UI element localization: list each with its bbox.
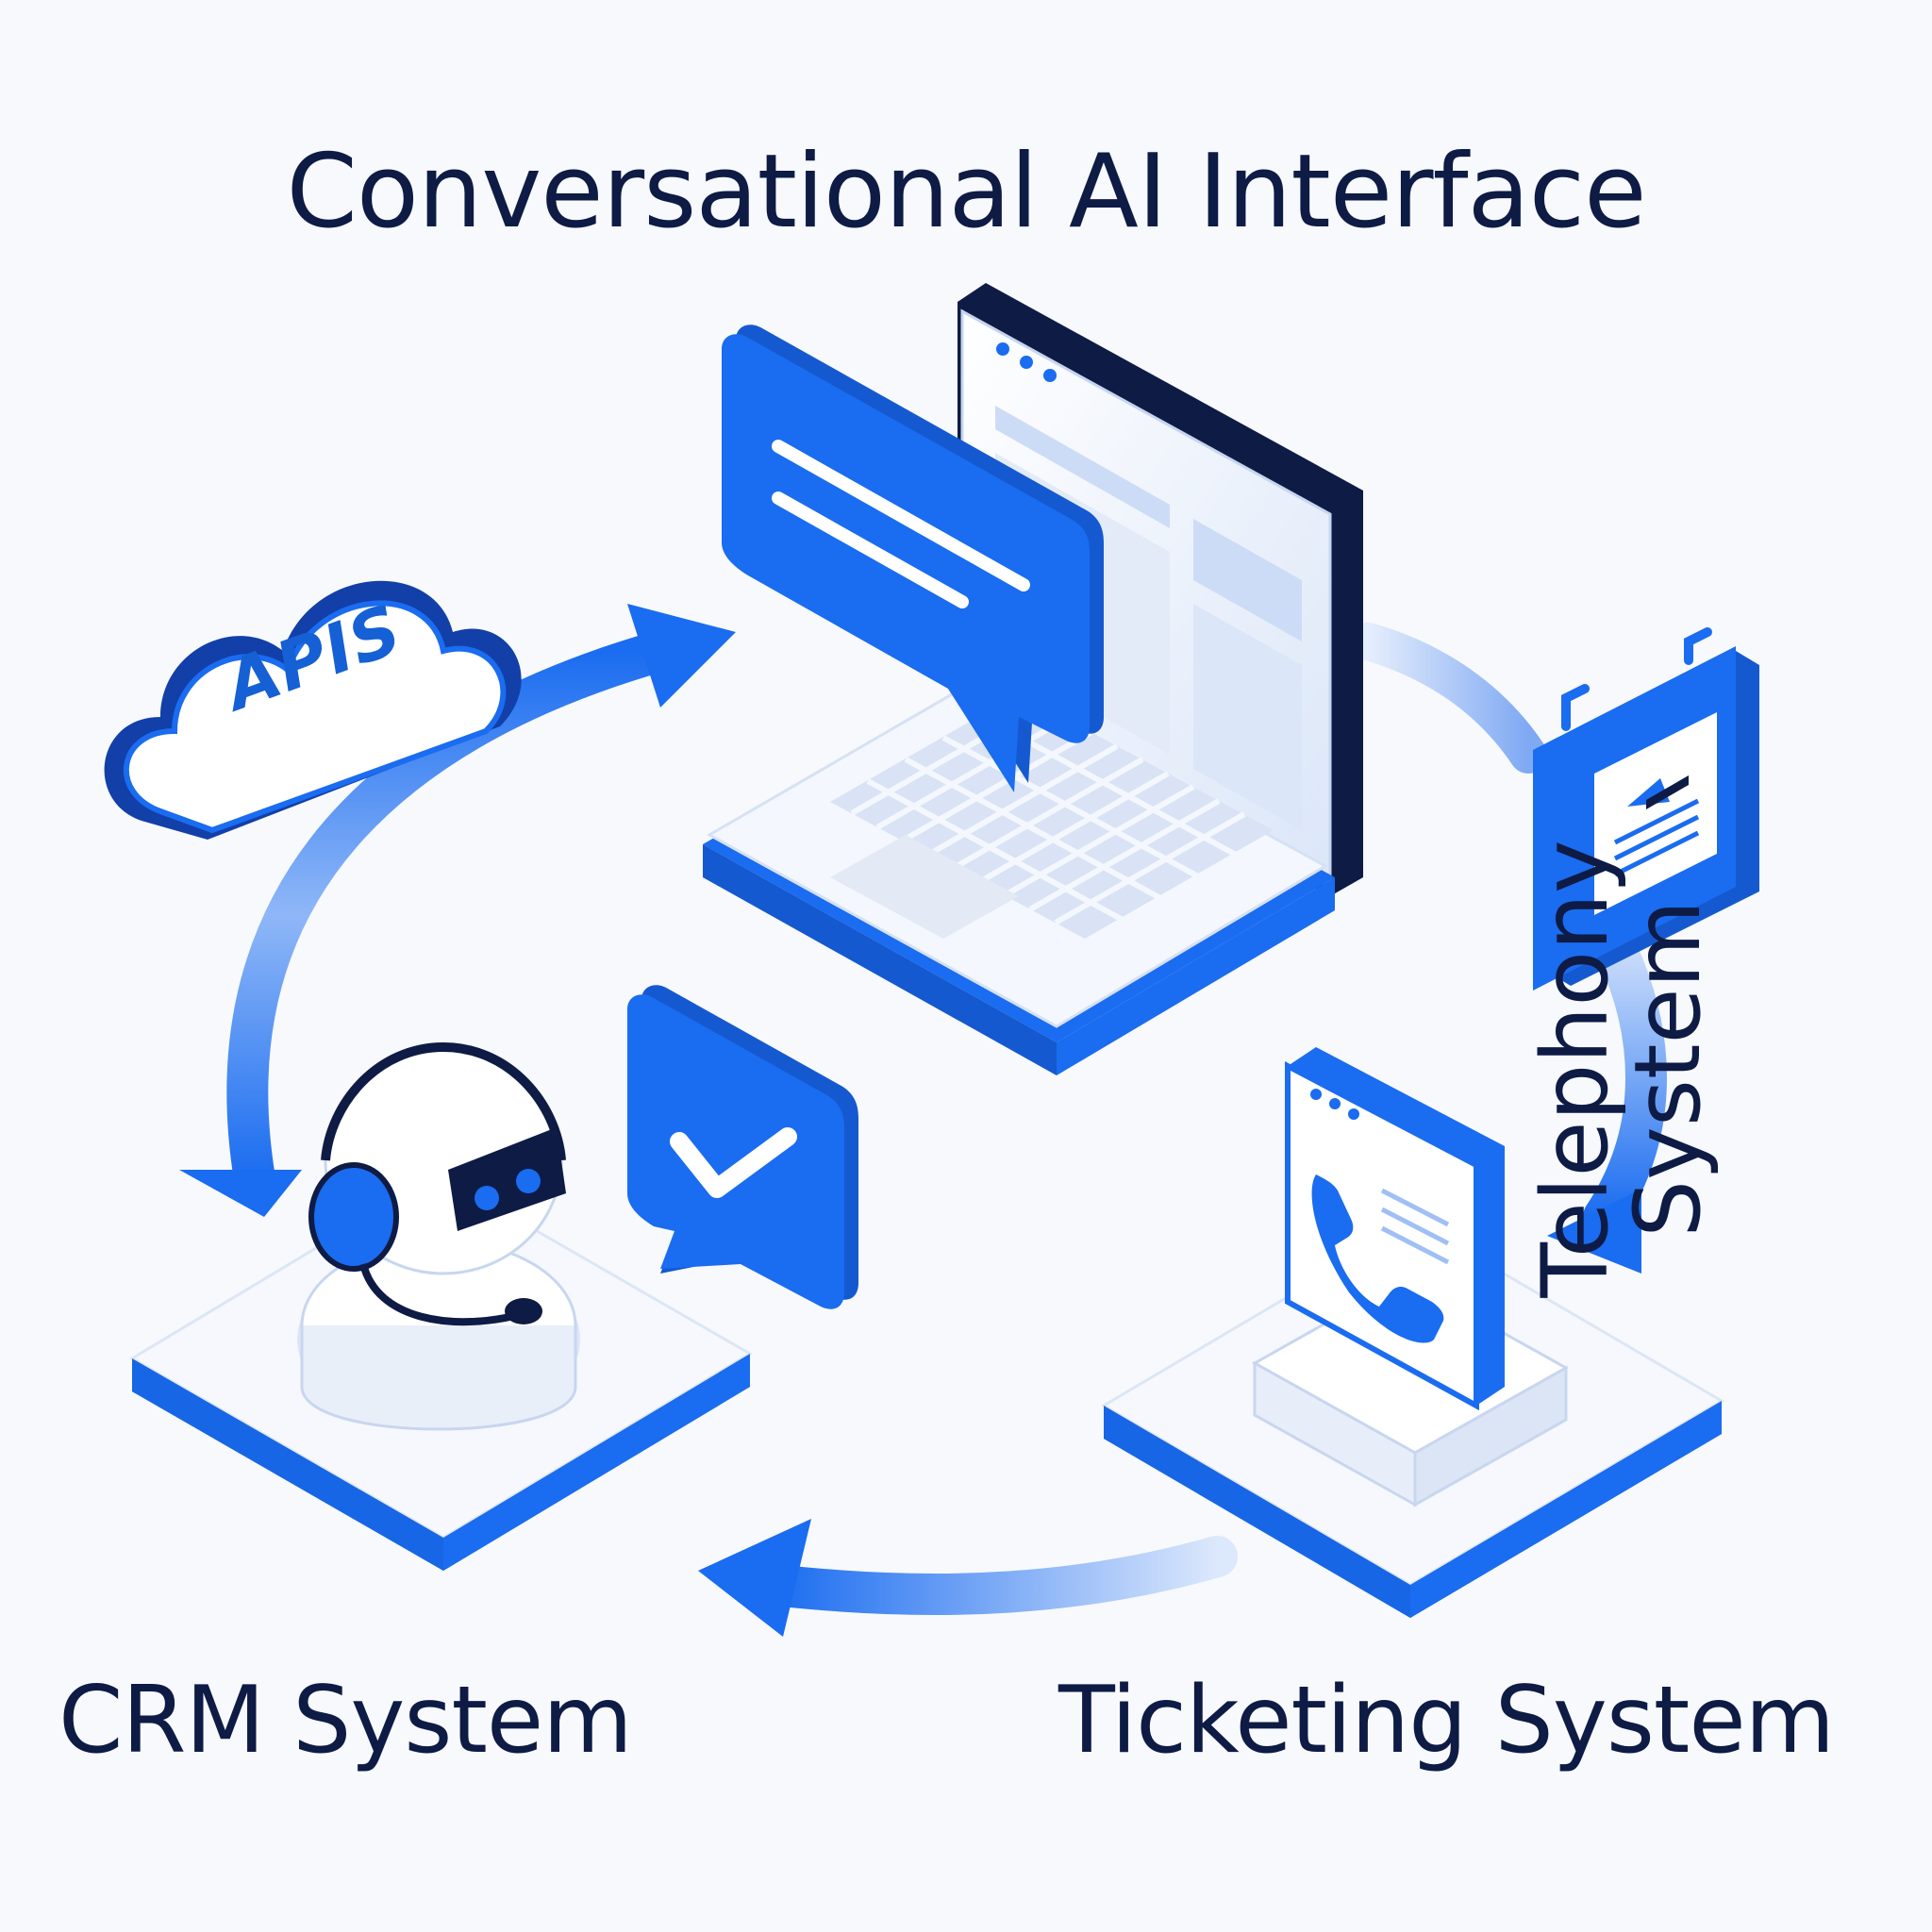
robot-agent-icon — [129, 1042, 753, 1571]
diagram-title: Conversational AI Interface — [286, 133, 1646, 251]
check-bubble-icon — [627, 985, 858, 1309]
ticketing-system-label: Ticketing System — [1058, 1667, 1835, 1774]
arrow-icon — [698, 1519, 1238, 1637]
calendar-icon — [1533, 627, 1759, 991]
arrow-icon — [1547, 904, 1667, 1274]
arrow-icon — [1349, 623, 1547, 774]
telephony-system-label: Telephony System — [1523, 840, 1721, 1298]
crm-system-label: CRM System — [58, 1667, 633, 1774]
arrow-icon — [179, 604, 736, 1217]
chat-bubble-icon — [722, 325, 1104, 792]
phone-app-icon — [1101, 1047, 1724, 1618]
cloud-icon — [104, 580, 522, 840]
